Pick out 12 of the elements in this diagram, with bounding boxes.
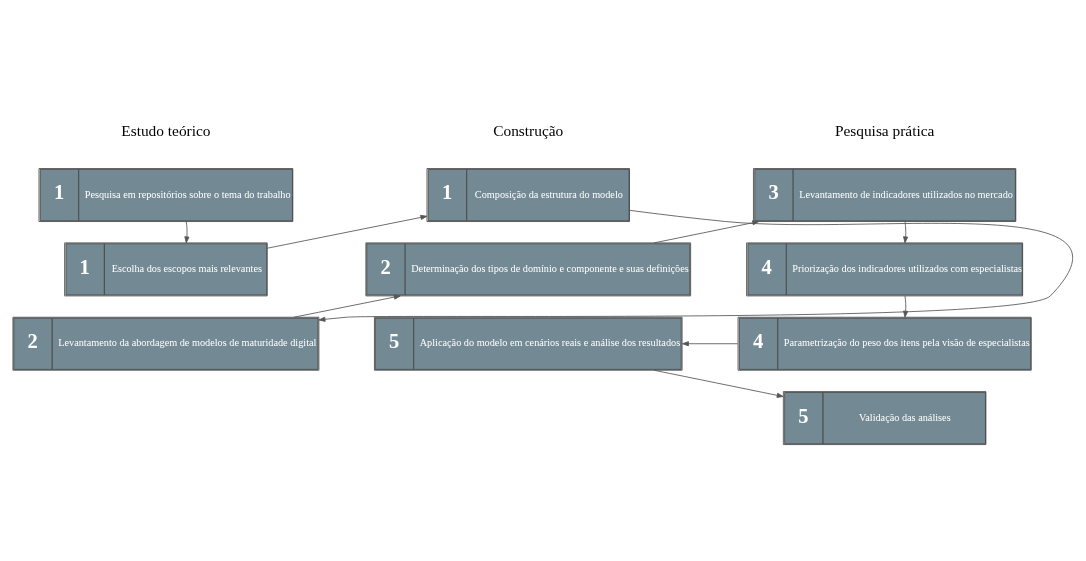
arrow bbox=[903, 221, 909, 244]
arrow bbox=[903, 295, 909, 318]
label: Estudo teórico bbox=[121, 121, 211, 139]
arrow bbox=[184, 221, 190, 244]
arrow bbox=[682, 341, 739, 347]
arrow bbox=[653, 220, 760, 244]
arrow bbox=[318, 209, 1073, 322]
arrow bbox=[266, 214, 428, 249]
arrow bbox=[653, 369, 784, 398]
arrow bbox=[293, 294, 401, 318]
label: Pesquisa prática bbox=[834, 121, 935, 139]
label: Construção bbox=[493, 121, 564, 139]
